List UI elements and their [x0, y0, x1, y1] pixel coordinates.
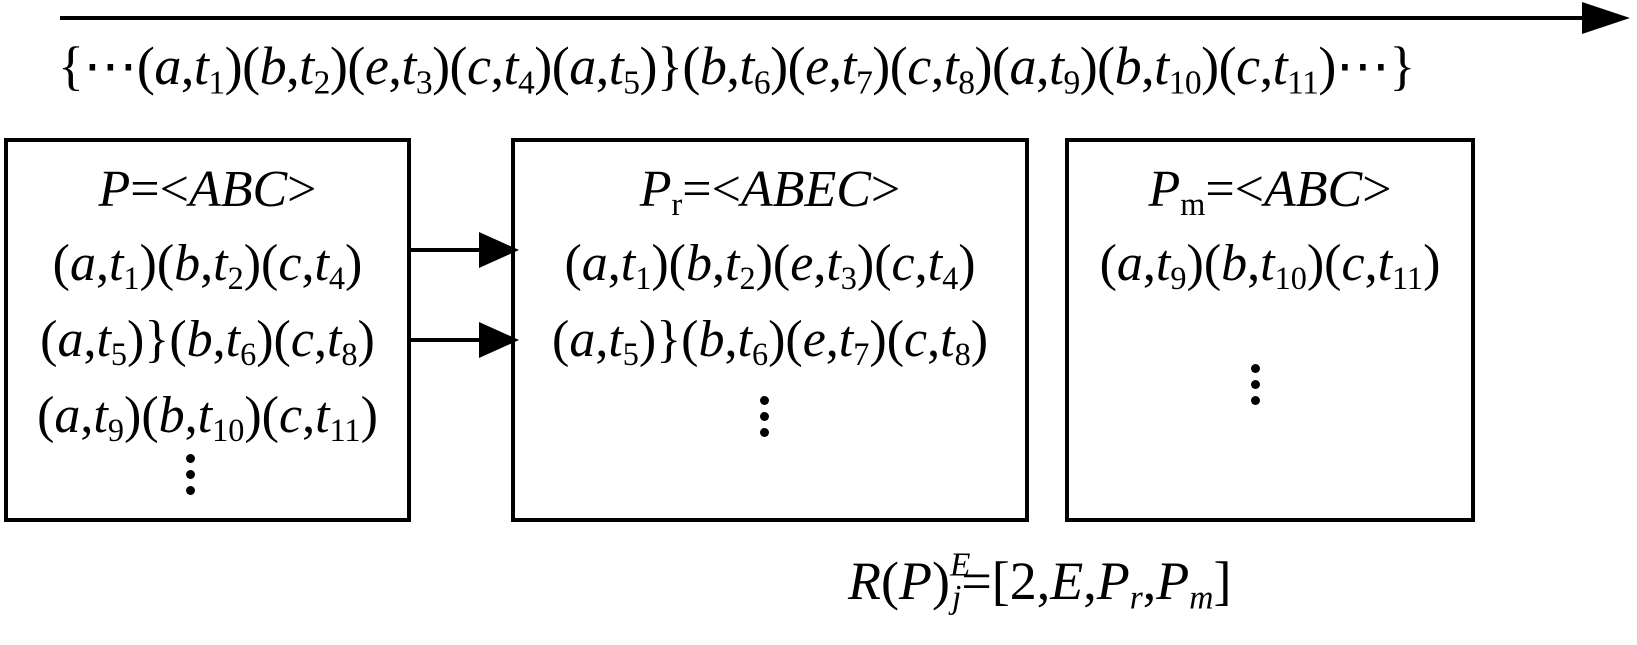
mapping-arrows — [411, 232, 519, 358]
box-row: (a,t1)(b,t2)(e,t3)(c,t4) — [564, 235, 976, 297]
box-title: P=<ABC> — [98, 161, 317, 218]
box-title: Pr=<ABEC> — [639, 161, 901, 223]
box-row: (a,t1)(b,t2)(c,t4) — [52, 235, 363, 297]
relation-formula: R(P)Ej=[2,E,Pr,Pm] — [848, 546, 1232, 617]
box-row: (a,t5)}(b,t6)(c,t8) — [40, 311, 375, 373]
box-row: (a,t9)(b,t10)(c,t11) — [1099, 235, 1441, 297]
box-row: (a,t9)(b,t10)(c,t11) — [37, 387, 378, 449]
timeline-arrow — [60, 2, 1630, 34]
box-title: Pm=<ABC> — [1148, 161, 1392, 223]
box-row: (a,t5)}(b,t6)(e,t7)(c,t8) — [551, 311, 989, 373]
event-sequence: {⋯(a,t1)(b,t2)(e,t3)(c,t4)(a,t5)}(b,t6)(… — [58, 36, 1415, 102]
pattern-box-pm: Pm=<ABC> (a,t9)(b,t10)(c,t11) — [1065, 138, 1475, 522]
mapping-arrowhead — [479, 322, 519, 358]
vertical-ellipsis-icon — [1251, 364, 1261, 412]
pattern-box-pr: Pr=<ABEC> (a,t1)(b,t2)(e,t3)(c,t4) (a,t5… — [511, 138, 1029, 522]
pattern-box-p: P=<ABC> (a,t1)(b,t2)(c,t4) (a,t5)}(b,t6)… — [4, 138, 411, 522]
vertical-ellipsis-icon — [186, 454, 196, 502]
vertical-ellipsis-icon — [760, 396, 770, 444]
mapping-arrowhead — [479, 232, 519, 268]
